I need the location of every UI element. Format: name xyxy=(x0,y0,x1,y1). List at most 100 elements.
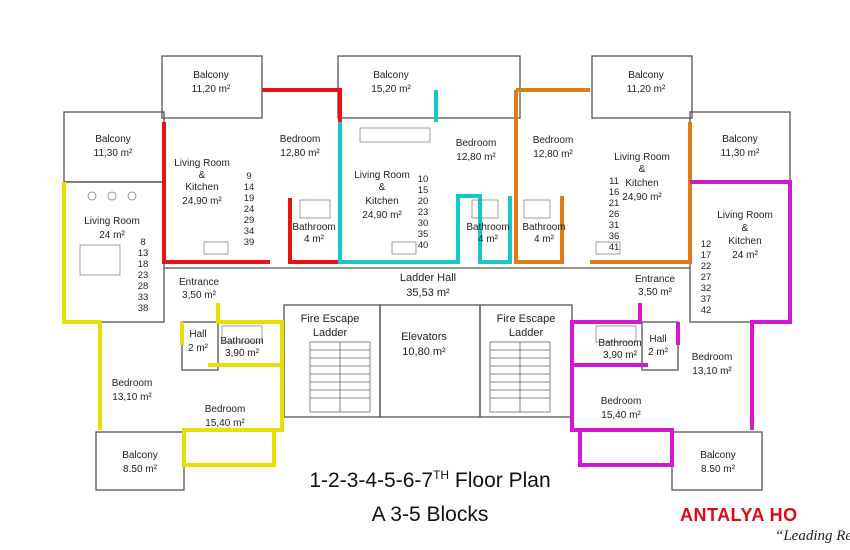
unit-number: 17 xyxy=(701,250,712,261)
unit-number: 20 xyxy=(418,196,429,207)
unit-number: 39 xyxy=(244,237,255,248)
unit-number: 34 xyxy=(244,226,255,237)
unit-number: 32 xyxy=(701,283,712,294)
hall-r-label: Hall xyxy=(649,334,666,345)
unit-number: 11 xyxy=(609,176,619,187)
ladder-hall-area: 35,53 m² xyxy=(406,287,450,299)
ladder-hall-label: Ladder Hall xyxy=(400,272,456,284)
balcony-l-label: Balcony xyxy=(95,134,131,145)
living-red-line3: Kitchen xyxy=(185,182,218,193)
unit-orange-walls xyxy=(514,88,692,264)
unit-numbers-cyan: 10 15 20 23 30 35 40 xyxy=(418,174,429,251)
brand-slogan: “Leading Rea xyxy=(775,528,850,544)
unit-number: 33 xyxy=(138,292,149,303)
unit-number: 40 xyxy=(418,240,429,251)
bed-mr-area: 13,10 m² xyxy=(692,366,732,377)
bed-cyan-label: Bedroom xyxy=(456,138,497,149)
balcony-br-area: 8.50 m² xyxy=(701,464,736,475)
unit-cyan-walls xyxy=(338,90,512,264)
unit-number: 12 xyxy=(701,239,712,250)
unit-number: 28 xyxy=(138,281,149,292)
balcony-bl-area: 8.50 m² xyxy=(123,464,158,475)
bed-cyan-area: 12,80 m² xyxy=(456,152,496,163)
unit-numbers-yellow: 8 13 18 23 28 33 38 xyxy=(138,237,149,314)
unit-number: 26 xyxy=(609,209,620,220)
plan-title-tail: Floor Plan xyxy=(449,469,551,492)
bath-y-area: 3,90 m² xyxy=(225,348,260,359)
living-cyan-line1: Living Room xyxy=(354,170,410,181)
unit-yellow-walls xyxy=(62,182,284,467)
living-orange-line2: & xyxy=(639,164,646,175)
balcony-bl-label: Balcony xyxy=(122,450,158,461)
elevators-label: Elevators xyxy=(401,331,447,343)
unit-number: 41 xyxy=(609,242,620,253)
living-orange-area: 24,90 m² xyxy=(622,192,662,203)
room-labels: Balcony 11,20 m² Balcony 15,20 m² Balcon… xyxy=(84,70,773,475)
living-orange-line3: Kitchen xyxy=(625,178,658,189)
unit-number: 23 xyxy=(138,270,149,281)
living-l-area: 24 m² xyxy=(99,230,125,241)
hall-r-area: 2 m² xyxy=(648,347,669,358)
unit-number: 16 xyxy=(609,187,620,198)
living-cyan-line2: & xyxy=(379,182,386,193)
unit-number: 31 xyxy=(609,220,620,231)
bath-y-label: Bathroom xyxy=(220,336,263,347)
living-red-area: 24,90 m² xyxy=(182,196,222,207)
bath-red-area: 4 m² xyxy=(304,234,325,245)
unit-number: 42 xyxy=(701,305,712,316)
plan-title: 1-2-3-4-5-6-7TH Floor Plan xyxy=(0,468,850,493)
bed-yl-area: 13,10 m² xyxy=(112,392,152,403)
bed-yc-area: 15,40 m² xyxy=(205,418,245,429)
unit-number: 18 xyxy=(138,259,149,270)
unit-numbers-red: 9 14 19 24 29 34 39 xyxy=(244,171,255,248)
unit-number: 36 xyxy=(609,231,620,242)
living-red-line1: Living Room xyxy=(174,158,230,169)
hall-l-label: Hall xyxy=(189,329,206,340)
bath-cyan-label: Bathroom xyxy=(466,222,509,233)
balcony-tc-label: Balcony xyxy=(373,70,409,81)
unit-number: 14 xyxy=(244,182,255,193)
plan-title-suffix: TH xyxy=(433,468,450,482)
hall-l-area: 2 m² xyxy=(188,343,209,354)
unit-number: 29 xyxy=(244,215,255,226)
bath-orange-area: 4 m² xyxy=(534,234,555,245)
living-cyan-area: 24,90 m² xyxy=(362,210,402,221)
entrance-l-label: Entrance xyxy=(179,277,219,288)
living-cyan-line3: Kitchen xyxy=(365,196,398,207)
balcony-br-label: Balcony xyxy=(700,450,736,461)
bath-cyan-area: 4 m² xyxy=(478,234,499,245)
balcony-tc-area: 15,20 m² xyxy=(371,84,411,95)
bed-orange-area: 12,80 m² xyxy=(533,149,573,160)
bed-red-area: 12,80 m² xyxy=(280,148,320,159)
balcony-tr-area: 11,20 m² xyxy=(627,84,666,95)
bed-yc-label: Bedroom xyxy=(205,404,246,415)
living-l-label: Living Room xyxy=(84,216,140,227)
bath-m-area: 3,90 m² xyxy=(603,350,638,361)
bed-mc-label: Bedroom xyxy=(601,396,642,407)
balcony-r-area: 11,30 m² xyxy=(721,148,760,159)
unit-number: 8 xyxy=(140,237,145,248)
unit-number: 9 xyxy=(246,171,251,182)
unit-number: 27 xyxy=(701,272,712,283)
unit-number: 38 xyxy=(138,303,149,314)
unit-number: 15 xyxy=(418,185,429,196)
balcony-tr-label: Balcony xyxy=(628,70,664,81)
stairs-right xyxy=(489,341,551,413)
bed-yl-label: Bedroom xyxy=(112,378,153,389)
fire-escape-r-line2: Ladder xyxy=(509,327,544,339)
unit-number: 23 xyxy=(418,207,429,218)
unit-number: 19 xyxy=(244,193,255,204)
unit-number: 24 xyxy=(244,204,255,215)
fire-escape-l-line1: Fire Escape xyxy=(301,313,360,325)
balcony-l-area: 11,30 m² xyxy=(94,148,133,159)
bed-red-label: Bedroom xyxy=(280,134,321,145)
elevators-area: 10,80 m² xyxy=(402,346,446,358)
unit-numbers-magenta: 12 17 22 27 32 37 42 xyxy=(701,239,712,316)
fire-escape-l-line2: Ladder xyxy=(313,327,348,339)
entrance-r-area: 3,50 m² xyxy=(638,287,673,298)
bed-mc-area: 15,40 m² xyxy=(601,410,641,421)
balcony-r-label: Balcony xyxy=(722,134,758,145)
bed-orange-label: Bedroom xyxy=(533,135,574,146)
entrance-r-label: Entrance xyxy=(635,274,675,285)
unit-numbers-orange: 11 16 21 26 31 36 41 xyxy=(609,176,620,253)
